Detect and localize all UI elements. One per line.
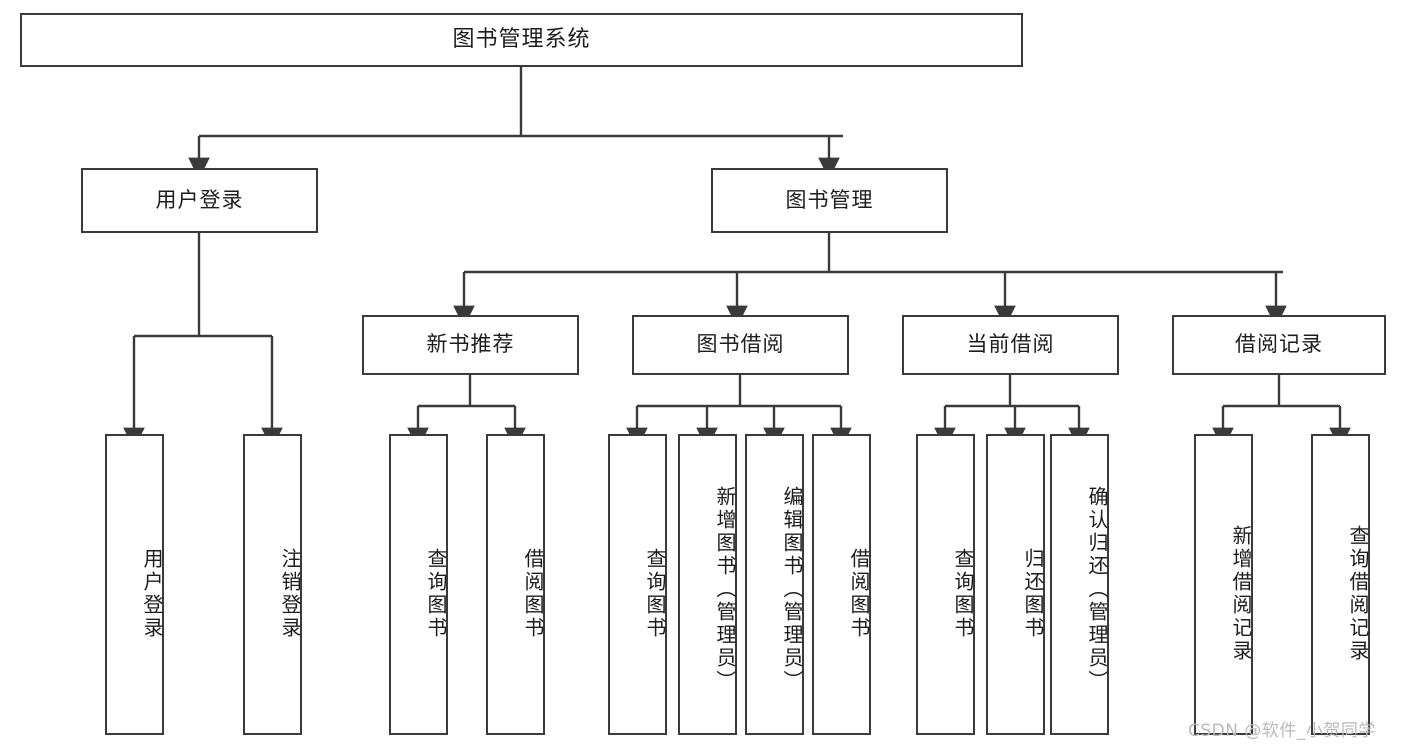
leaf-current-borrow-query-book[interactable]: 查询图书 [916, 434, 975, 735]
leaf-label: 查询图书 [424, 547, 448, 640]
leaf-borrow-record-query-record[interactable]: 查询借阅记录 [1311, 434, 1370, 735]
leaf-label: 借阅图书 [521, 547, 545, 640]
leaf-label: 新增图书（管理员） [713, 486, 737, 693]
leaf-book-borrow-borrow-book[interactable]: 借阅图书 [812, 434, 871, 735]
leaf-current-borrow-confirm-return-admin[interactable]: 确认归还（管理员） [1050, 434, 1109, 735]
leaf-user-login-login[interactable]: 用户登录 [105, 434, 164, 735]
leaf-new-book-borrow-book[interactable]: 借阅图书 [486, 434, 545, 735]
node-new-book-recommend-label: 新书推荐 [426, 332, 515, 357]
node-user-login[interactable]: 用户登录 [81, 168, 318, 233]
node-book-borrow-label: 图书借阅 [696, 332, 785, 357]
leaf-borrow-record-add-record[interactable]: 新增借阅记录 [1194, 434, 1253, 735]
leaf-new-book-query-book[interactable]: 查询图书 [389, 434, 448, 735]
leaf-book-borrow-add-book-admin[interactable]: 新增图书（管理员） [678, 434, 737, 735]
leaf-label: 注销登录 [278, 547, 302, 640]
leaf-label: 借阅图书 [847, 547, 871, 640]
leaf-label: 查询图书 [951, 547, 975, 640]
leaf-label: 查询借阅记录 [1346, 524, 1370, 663]
leaf-label: 确认归还（管理员） [1085, 486, 1109, 693]
leaf-label: 编辑图书（管理员） [780, 486, 804, 693]
node-new-book-recommend[interactable]: 新书推荐 [362, 315, 579, 375]
node-current-borrow-label: 当前借阅 [966, 332, 1055, 357]
node-user-login-label: 用户登录 [155, 187, 244, 212]
node-borrow-record[interactable]: 借阅记录 [1172, 315, 1386, 375]
leaf-book-borrow-query-book[interactable]: 查询图书 [608, 434, 667, 735]
leaf-label: 查询图书 [643, 547, 667, 640]
node-current-borrow[interactable]: 当前借阅 [902, 315, 1119, 375]
node-book-manage-label: 图书管理 [785, 187, 874, 212]
node-root-label: 图书管理系统 [452, 26, 591, 52]
leaf-label: 归还图书 [1021, 547, 1045, 640]
node-root[interactable]: 图书管理系统 [20, 13, 1023, 67]
leaf-user-login-logout[interactable]: 注销登录 [243, 434, 302, 735]
node-book-manage[interactable]: 图书管理 [711, 168, 948, 233]
leaf-label: 用户登录 [140, 547, 164, 640]
leaf-current-borrow-return-book[interactable]: 归还图书 [986, 434, 1045, 735]
node-book-borrow[interactable]: 图书借阅 [632, 315, 849, 375]
node-borrow-record-label: 借阅记录 [1235, 332, 1323, 357]
csdn-watermark: CSDN @软件_小贺同学 [1188, 721, 1376, 741]
leaf-book-borrow-edit-book-admin[interactable]: 编辑图书（管理员） [745, 434, 804, 735]
leaf-label: 新增借阅记录 [1229, 524, 1253, 663]
